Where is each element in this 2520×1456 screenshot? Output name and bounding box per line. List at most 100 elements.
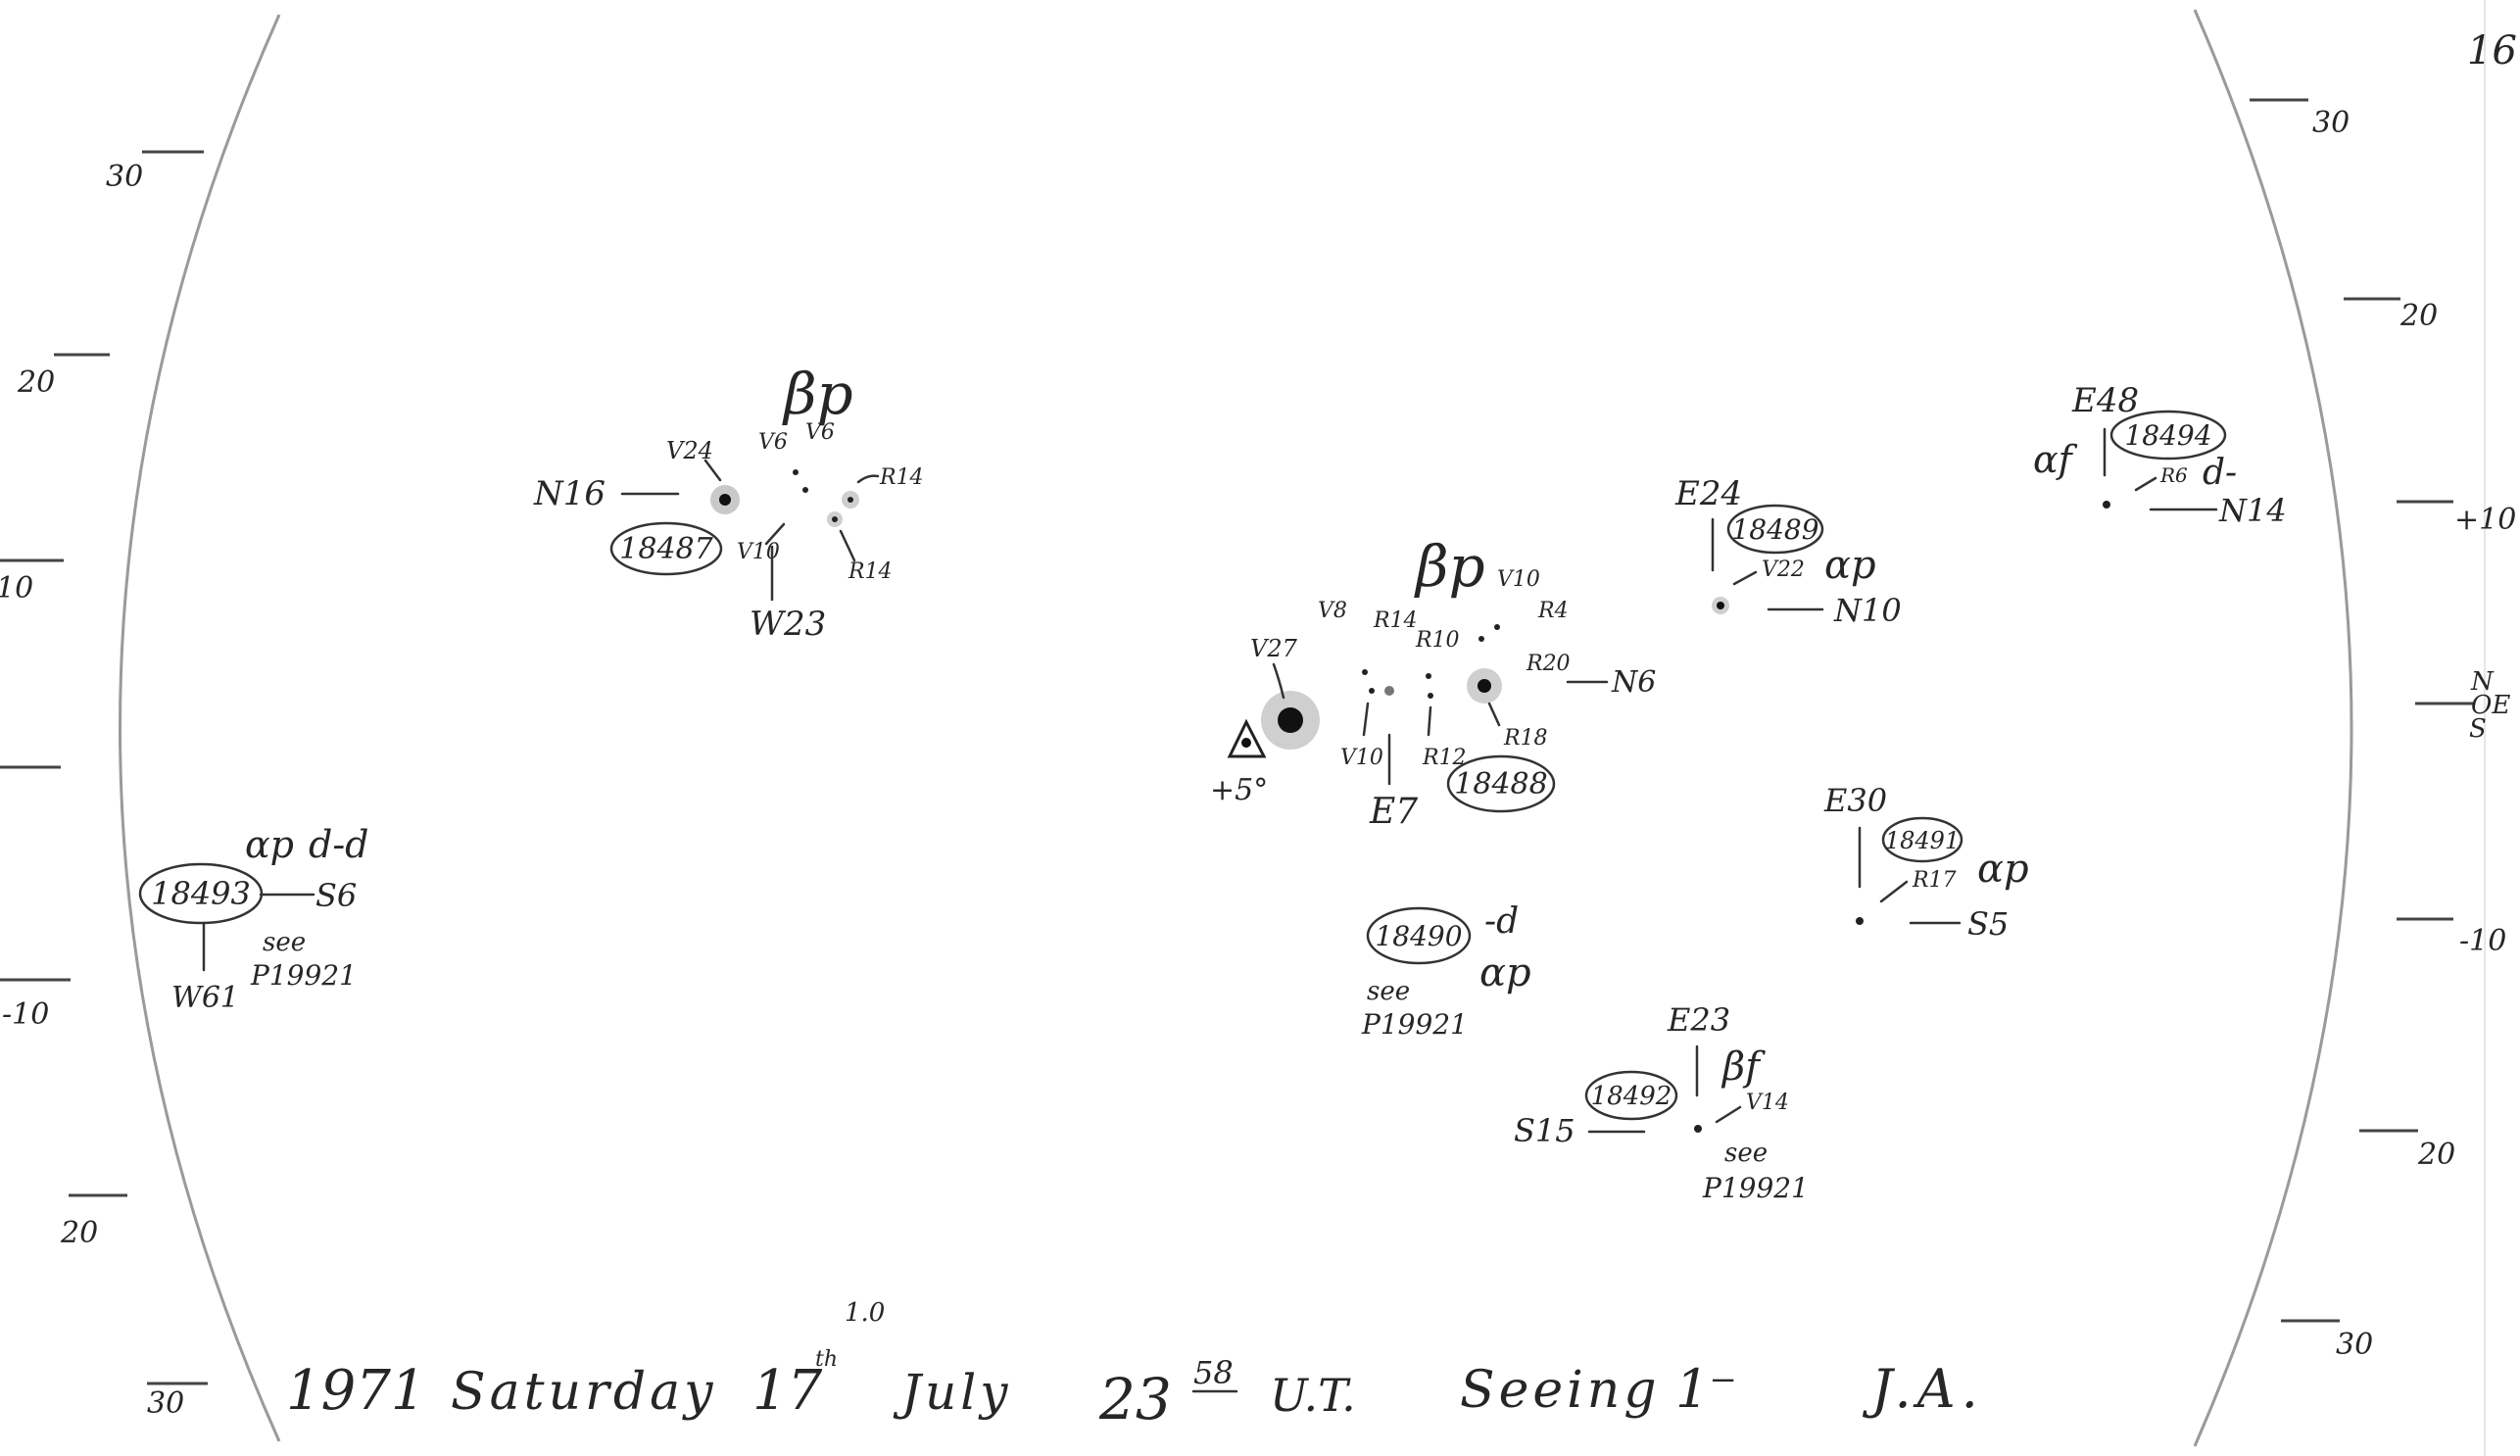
- spot-label: V22: [1762, 558, 1805, 582]
- spot-label: R6: [2159, 463, 2188, 487]
- spot-label: V27: [1250, 635, 1298, 662]
- region-number: 18493: [151, 875, 251, 912]
- seeing-magnitude: 1.0: [845, 1298, 885, 1328]
- left-label-30-north: 30: [106, 160, 143, 194]
- spot-small: [1428, 693, 1433, 699]
- see-note: see: [263, 928, 306, 957]
- observation-month: July: [893, 1364, 1011, 1421]
- spot-leader: [1272, 662, 1285, 700]
- spot-small: [1494, 624, 1500, 630]
- sunspot-group-18491: E30 18491 R17 αp S5: [1823, 782, 2029, 943]
- spot-leader: [1487, 702, 1501, 727]
- region-number-oval: [1366, 906, 1472, 965]
- sunspot-group-18487: βp N16 V24 V6 V6 R14 V10 R14 18487 W23: [533, 361, 924, 644]
- spot-label: V6: [805, 420, 835, 445]
- page-number: 16: [2467, 28, 2517, 73]
- sunspot-group-18490: 18490 -d αp see P19921: [1361, 901, 1531, 1041]
- spot-small: [802, 487, 808, 493]
- region-number-oval: [2109, 410, 2227, 461]
- spot-label: V10: [1340, 746, 1383, 770]
- observation-year: 1971: [286, 1359, 426, 1423]
- group-latitude: N14: [2218, 492, 2287, 529]
- spot-label: V14: [1746, 1091, 1789, 1115]
- spot-small: [1362, 669, 1368, 675]
- spot-leader: [856, 474, 880, 484]
- region-number: 18490: [1375, 920, 1462, 952]
- follower-spot-umbra: [1478, 679, 1491, 693]
- spot-label: V8: [1318, 599, 1347, 623]
- left-label-30-south: 30: [147, 1386, 184, 1421]
- solar-limb-right: [2193, 9, 2353, 1447]
- group-longitude: E24: [1674, 474, 1742, 513]
- sunspot-group-18493: αp d-d 18493 S6 W61 see P19921: [138, 823, 369, 1015]
- reference-number: P19921: [1702, 1172, 1809, 1204]
- spot-small: [1478, 636, 1484, 642]
- left-label-20-south: 20: [60, 1216, 98, 1250]
- region-number-oval: [609, 521, 723, 576]
- spot-umbra: [848, 497, 853, 503]
- facula-triangle: [1227, 718, 1267, 758]
- group-latitude: S6: [315, 877, 357, 914]
- region-number: 18492: [1591, 1082, 1672, 1111]
- spot-label: V10: [737, 540, 780, 564]
- equator-label-south: S: [2469, 714, 2487, 744]
- spot-label: V10: [1497, 567, 1540, 592]
- group-longitude: E48: [2071, 381, 2139, 420]
- spot-leader: [1879, 880, 1909, 903]
- group-longitude: W61: [171, 981, 239, 1015]
- left-label-10-south: -10: [2, 997, 49, 1032]
- group-class: βp: [782, 361, 853, 427]
- spot-label: R10: [1415, 628, 1460, 653]
- reference-number: P19921: [1361, 1008, 1468, 1041]
- spot-label: V6: [758, 430, 788, 455]
- region-number: 18494: [2124, 419, 2211, 452]
- region-number: 18488: [1454, 767, 1547, 801]
- spot-label: R20: [1526, 652, 1571, 676]
- observation-minutes: 58: [1193, 1354, 1234, 1391]
- group-suffix: d-d: [309, 823, 369, 866]
- spot-small: [1694, 1125, 1702, 1133]
- group-longitude: E30: [1823, 782, 1887, 819]
- observation-weekday: Saturday: [451, 1363, 717, 1422]
- spot-label: R18: [1503, 726, 1548, 751]
- spot-leader: [1715, 1105, 1742, 1124]
- right-label-30-north: 30: [2312, 106, 2350, 140]
- solar-limb-left: [119, 14, 281, 1442]
- group-latitude: N10: [1833, 592, 1902, 629]
- see-note: see: [1724, 1139, 1768, 1168]
- spot-leader: [1427, 705, 1432, 737]
- reference-number: P19921: [250, 959, 357, 992]
- spot-leader: [1362, 702, 1370, 737]
- sunspot-group-18494: E48 αf 18494 R6 d- N14: [2033, 381, 2287, 529]
- observation-hour: 23: [1098, 1366, 1172, 1432]
- observation-caption: 1971 Saturday 17 th 1.0 July 23 58 U.T. …: [286, 1298, 1978, 1432]
- spot-small: [1426, 673, 1431, 679]
- equator-label-oe: OE: [2471, 691, 2510, 720]
- region-number-oval: [1881, 816, 1963, 863]
- spot-leader: [703, 459, 722, 482]
- region-number-oval: [1726, 504, 1824, 555]
- right-label-10-south: -10: [2459, 924, 2506, 958]
- region-number: 18489: [1731, 513, 1818, 546]
- time-standard: U.T.: [1270, 1369, 1356, 1422]
- spot-small: [1369, 688, 1375, 694]
- spot-label: R14: [848, 559, 893, 584]
- group-latitude: N6: [1611, 665, 1656, 700]
- spot-label: R14: [879, 465, 924, 490]
- group-class: αf: [2033, 438, 2078, 481]
- spot-leader: [1732, 570, 1758, 586]
- spot-label: R4: [1537, 599, 1569, 623]
- facula-dot: [1241, 738, 1251, 748]
- spot-label: V24: [666, 437, 713, 464]
- group-class: αp: [1479, 950, 1531, 995]
- region-number: 18487: [619, 532, 713, 566]
- group-latitude: S15: [1514, 1112, 1575, 1149]
- group-class: αp: [1824, 543, 1876, 588]
- group-latitude: N16: [533, 474, 606, 513]
- spot-umbra: [719, 494, 731, 506]
- spot-small: [1856, 917, 1864, 925]
- sunspot-group-18489: E24 18489 V22 αp N10: [1674, 474, 1902, 629]
- spot-small: [1384, 686, 1394, 696]
